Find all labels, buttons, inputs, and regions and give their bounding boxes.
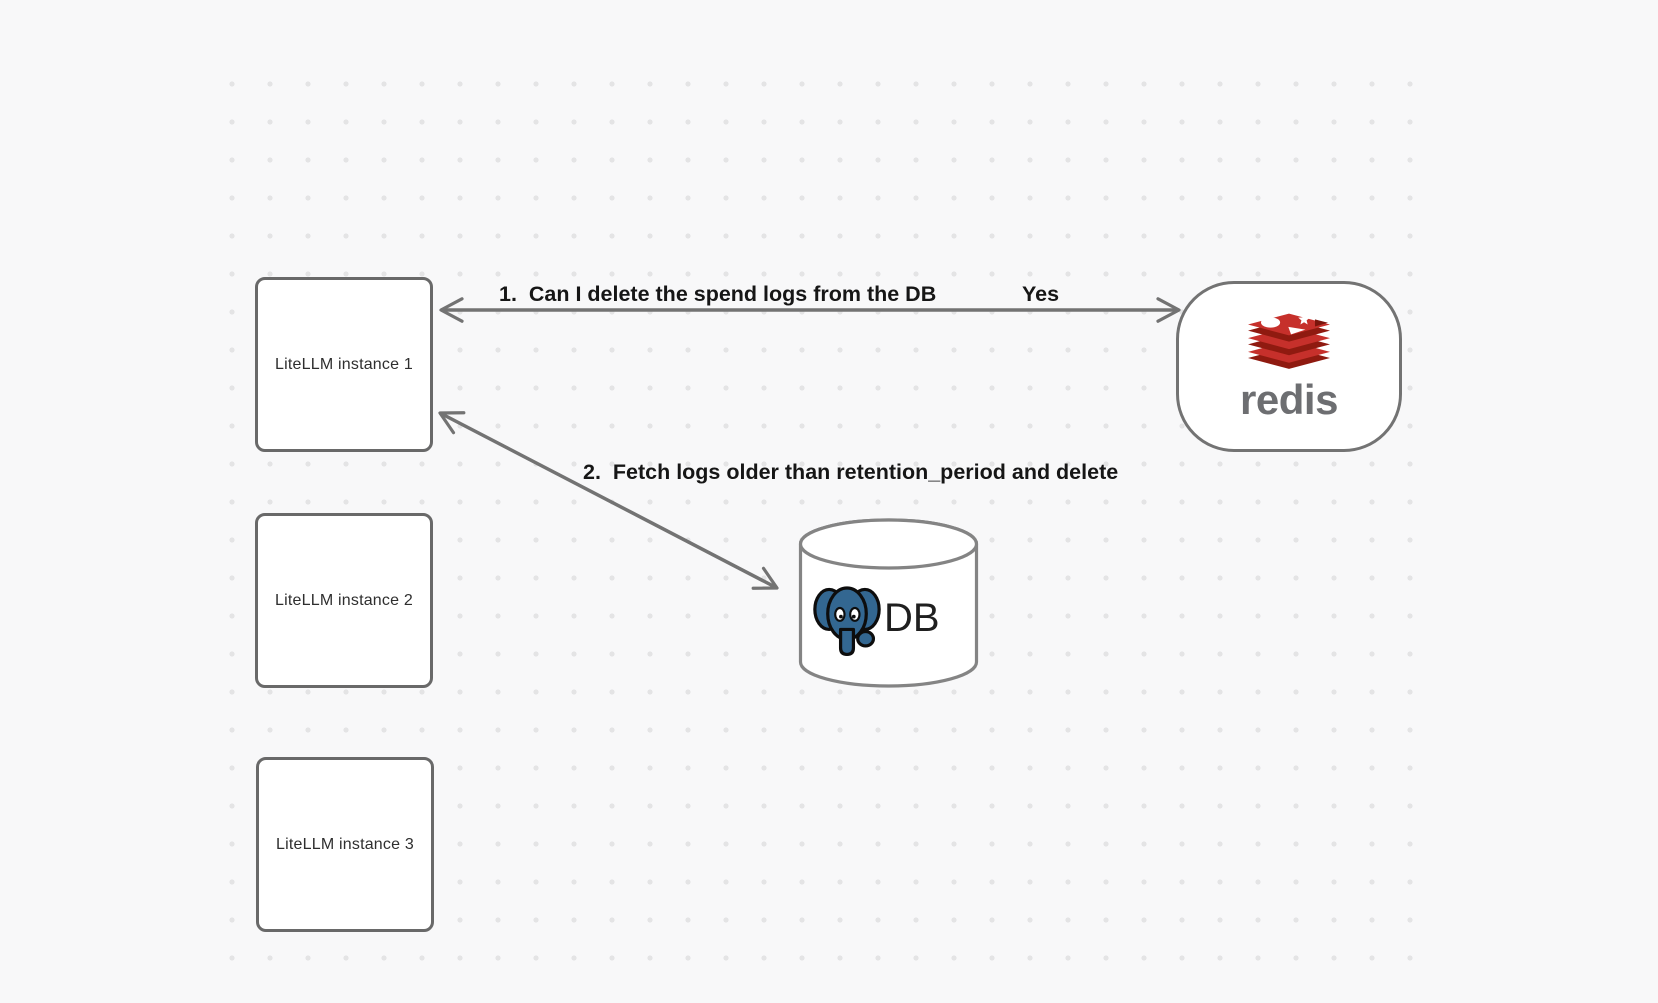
redis-wordmark: redis xyxy=(1240,375,1338,423)
edge2-double-arrow[interactable] xyxy=(438,411,779,590)
database-label: DB xyxy=(884,596,940,640)
postgres-elephant-icon xyxy=(813,586,881,657)
node-redis[interactable]: redis xyxy=(1176,281,1402,452)
node-label: LiteLLM instance 1 xyxy=(275,355,413,373)
node-litellm-instance-1[interactable]: LiteLLM instance 1 xyxy=(255,277,433,452)
edge1-label[interactable]: 1. Can I delete the spend logs from the … xyxy=(499,282,937,306)
node-litellm-instance-2[interactable]: LiteLLM instance 2 xyxy=(255,513,433,688)
redis-stack-icon xyxy=(1248,313,1330,369)
node-litellm-instance-3[interactable]: LiteLLM instance 3 xyxy=(256,757,434,932)
node-label: LiteLLM instance 2 xyxy=(275,591,413,609)
edge2-label[interactable]: 2. Fetch logs older than retention_perio… xyxy=(583,460,1119,484)
node-label: LiteLLM instance 3 xyxy=(276,835,414,853)
edge1-response-label[interactable]: Yes xyxy=(1022,282,1060,306)
